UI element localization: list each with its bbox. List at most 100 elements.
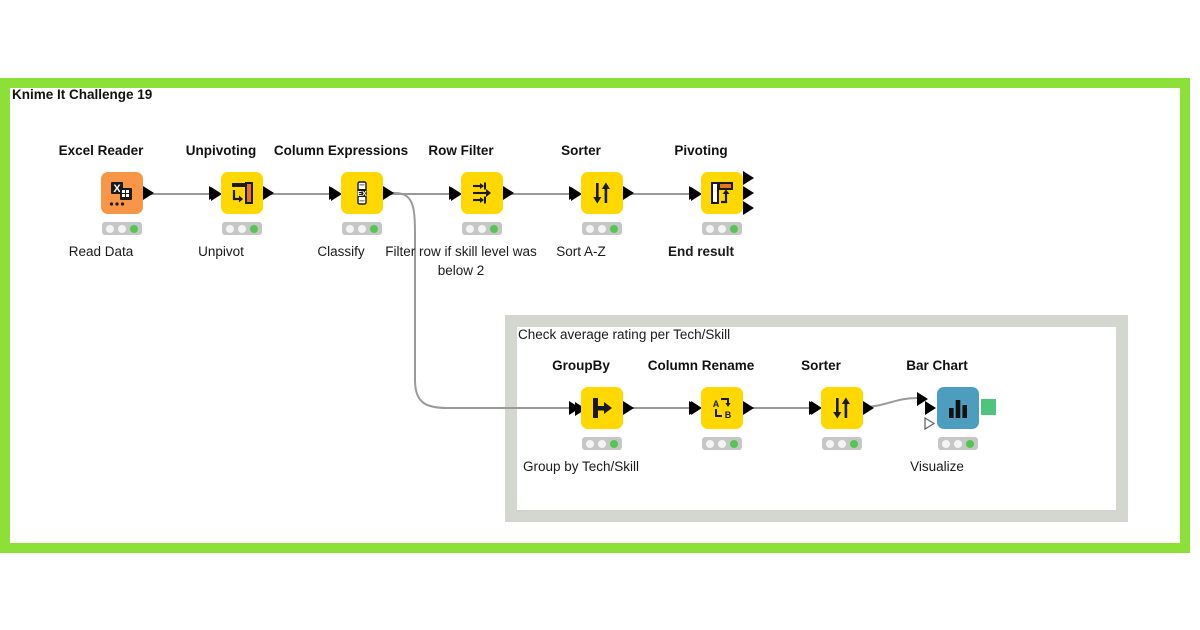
port-out-column-expressions[interactable] (383, 186, 394, 200)
unpivot-table-icon (229, 180, 255, 206)
node-body-row-filter[interactable] (461, 172, 503, 214)
row-filter-arrows-icon (469, 180, 495, 206)
port-out-groupby[interactable] (623, 401, 634, 415)
node-body-pivoting[interactable] (701, 172, 743, 214)
port-in-row-filter[interactable] (449, 186, 460, 200)
port-in-column-expressions[interactable] (329, 186, 340, 200)
status-light-3 (490, 224, 498, 233)
node-caption-column-expressions: Classify (317, 244, 365, 259)
annotation-group-title: Check average rating per Tech/Skill (518, 327, 731, 342)
port-out-column-rename[interactable] (743, 401, 754, 415)
node-body-column-rename[interactable]: A B (701, 387, 743, 429)
port-in-pivoting[interactable] (689, 186, 700, 200)
node-status-pivoting (702, 222, 742, 235)
status-light-3 (850, 439, 858, 448)
node-status-bar-chart (938, 437, 978, 450)
port-in-data-bar-chart[interactable] (925, 401, 936, 415)
expression-ex-icon: EX (349, 180, 375, 206)
svg-text:EX: EX (357, 191, 367, 198)
wire-colexpr-to-rowfilter (383, 193, 451, 195)
status-light-2 (718, 224, 726, 233)
node-body-sorter-2[interactable] (821, 387, 863, 429)
wire-unpivot-to-colexpr (263, 193, 331, 195)
port-in-sorter[interactable] (569, 186, 580, 200)
status-light-1 (826, 439, 834, 448)
status-light-3 (370, 224, 378, 233)
port-out-unpivoting[interactable] (263, 186, 274, 200)
wire-groupby-to-colrename (623, 407, 691, 409)
column-rename-ab-icon: A B (709, 395, 735, 421)
wire-excel-to-unpivot (143, 193, 211, 195)
node-caption-unpivoting: Unpivot (198, 244, 244, 259)
node-status-groupby (582, 437, 622, 450)
port-out-row-filter[interactable] (503, 186, 514, 200)
status-light-2 (718, 439, 726, 448)
status-light-3 (610, 439, 618, 448)
status-light-1 (466, 224, 474, 233)
port-out-sorter-2[interactable] (863, 401, 874, 415)
port-in-unpivoting[interactable] (209, 186, 220, 200)
port-out-2-pivoting[interactable] (743, 186, 754, 200)
node-status-column-rename (702, 437, 742, 450)
port-out-excel-reader[interactable] (143, 186, 154, 200)
status-light-2 (238, 224, 246, 233)
status-light-1 (106, 224, 114, 233)
status-light-1 (706, 224, 714, 233)
sort-updown-arrows-icon (589, 180, 615, 206)
node-body-excel-reader[interactable]: X (101, 172, 143, 214)
node-body-bar-chart[interactable] (937, 387, 979, 429)
node-title-unpivoting: Unpivoting (185, 143, 257, 158)
svg-text:B: B (725, 410, 732, 420)
pivot-table-icon (709, 180, 735, 206)
groupby-bracket-icon (589, 395, 615, 421)
wire-colrename-to-sorter2 (743, 407, 811, 409)
port-out-sorter[interactable] (623, 186, 634, 200)
status-light-2 (598, 224, 606, 233)
node-body-column-expressions[interactable]: EX (341, 172, 383, 214)
workflow-title: Knime It Challenge 19 (12, 87, 153, 102)
port-out-3-pivoting[interactable] (743, 201, 754, 215)
node-title-sorter-2: Sorter (801, 358, 841, 373)
status-light-1 (226, 224, 234, 233)
port-in-sorter-2[interactable] (809, 401, 820, 415)
status-light-2 (838, 439, 846, 448)
status-light-1 (706, 439, 714, 448)
port-in-groupby[interactable] (569, 401, 580, 415)
node-body-sorter[interactable] (581, 172, 623, 214)
status-light-2 (358, 224, 366, 233)
status-light-2 (118, 224, 126, 233)
port-in-column-rename[interactable] (689, 401, 700, 415)
node-body-unpivoting[interactable] (221, 172, 263, 214)
node-status-sorter-2 (822, 437, 862, 450)
node-caption-sorter: Sort A-Z (556, 244, 606, 259)
port-out-1-pivoting[interactable] (743, 171, 754, 185)
status-light-1 (942, 439, 950, 448)
node-caption-row-filter: Filter row if skill level was below 2 (385, 244, 537, 278)
status-light-2 (598, 439, 606, 448)
sort-updown-arrows-icon (829, 395, 855, 421)
node-status-sorter (582, 222, 622, 235)
svg-text:A: A (713, 399, 720, 409)
node-title-bar-chart: Bar Chart (906, 358, 968, 373)
wire-rowfilter-to-sorter (503, 193, 571, 195)
node-status-unpivoting (222, 222, 262, 235)
node-title-column-expressions: Column Expressions (273, 143, 409, 158)
node-status-row-filter (462, 222, 502, 235)
status-light-3 (610, 224, 618, 233)
wire-sorter-to-pivoting (623, 193, 691, 195)
status-light-3 (130, 224, 138, 233)
wire-arrow-barchart-in (917, 392, 928, 406)
node-status-excel-reader (102, 222, 142, 235)
node-body-groupby[interactable] (581, 387, 623, 429)
node-title-column-rename: Column Rename (647, 358, 755, 373)
status-light-2 (954, 439, 962, 448)
status-light-2 (478, 224, 486, 233)
port-out-image-bar-chart[interactable] (981, 399, 996, 415)
node-title-groupby: GroupBy (552, 358, 610, 373)
node-caption-groupby: Group by Tech/Skill (522, 459, 640, 474)
node-title-pivoting: Pivoting (674, 143, 728, 158)
node-caption-pivoting: End result (667, 244, 735, 259)
port-in-flowvar-bar-chart[interactable] (924, 417, 935, 430)
